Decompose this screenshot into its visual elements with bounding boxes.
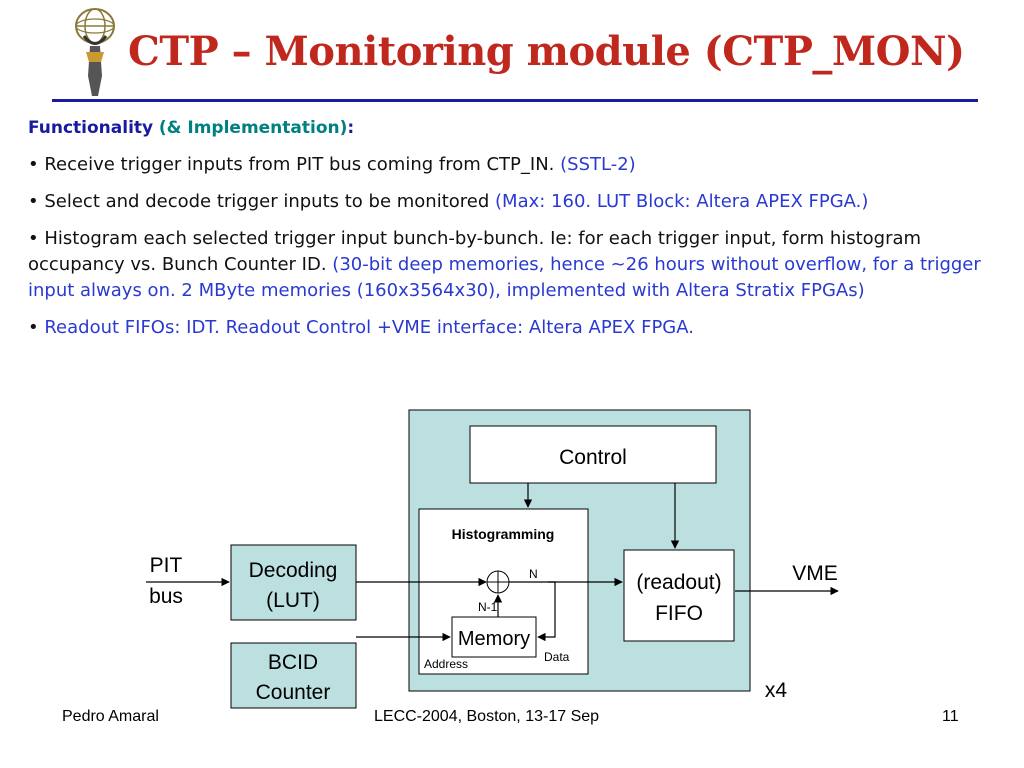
data-label: Data — [544, 650, 570, 664]
pit-label: PIT — [150, 554, 183, 577]
functionality-impl: (& Implementation) — [158, 118, 348, 138]
functionality-label: Functionality — [28, 118, 154, 138]
atlas-logo-icon — [75, 8, 115, 96]
fifo-label: FIFO — [655, 602, 703, 625]
n-label: N — [529, 567, 538, 581]
fifo-box — [623, 549, 735, 642]
bcid-label: BCID — [268, 651, 318, 674]
bullet-note: Readout FIFOs: IDT. Readout Control +VME… — [44, 317, 694, 338]
footer-page-number: 11 — [942, 708, 959, 725]
title-divider — [52, 99, 978, 102]
decoding-box — [230, 544, 357, 621]
bullet-text: Histogram each selected trigger input bu… — [28, 228, 922, 275]
data-loop-arrow — [537, 581, 556, 642]
bcid-counter-box — [230, 642, 357, 709]
memory-box — [451, 616, 537, 658]
decoding-label: Decoding — [249, 559, 338, 582]
functionality-colon: : — [347, 118, 355, 138]
bullet-dot: • — [28, 228, 39, 249]
bullet-item: • Select and decode trigger inputs to be… — [28, 189, 983, 215]
bullet-note: (Max: 160. LUT Block: Altera APEX FPGA.) — [495, 191, 869, 212]
bullet-dot: • — [28, 317, 39, 338]
bullet-dot: • — [28, 191, 39, 212]
bus-label: bus — [149, 585, 183, 608]
n-minus-1-label: N-1 — [478, 600, 498, 614]
readout-label: (readout) — [636, 571, 721, 594]
control-label: Control — [559, 446, 627, 469]
bullet-item: • Histogram each selected trigger input … — [28, 226, 983, 304]
footer-author: Pedro Amaral — [62, 708, 159, 725]
bullet-text: Select and decode trigger inputs to be m… — [44, 191, 490, 212]
functionality-heading: Functionality (& Implementation): — [28, 115, 983, 141]
bullet-text: Receive trigger inputs from PIT bus comi… — [44, 154, 555, 175]
histogramming-label: Histogramming — [452, 526, 555, 542]
slide-content: Functionality (& Implementation): • Rece… — [28, 115, 983, 352]
memory-label: Memory — [458, 628, 530, 650]
counter-label: Counter — [256, 681, 331, 704]
bullet-item: • Readout FIFOs: IDT. Readout Control +V… — [28, 315, 983, 341]
address-label: Address — [424, 657, 468, 671]
bullet-note: (SSTL-2) — [560, 154, 636, 175]
bullet-note: (30-bit deep memories, hence ~26 hours w… — [28, 254, 981, 301]
vme-label: VME — [792, 562, 838, 585]
control-box — [469, 425, 717, 484]
bullet-item: • Receive trigger inputs from PIT bus co… — [28, 152, 983, 178]
bullet-dot: • — [28, 154, 39, 175]
x4-label: x4 — [765, 679, 788, 702]
lut-label: (LUT) — [266, 589, 320, 612]
page-title: CTP – Monitoring module (CTP_MON) — [128, 28, 965, 75]
footer-event: LECC-2004, Boston, 13-17 Sep — [374, 708, 600, 725]
